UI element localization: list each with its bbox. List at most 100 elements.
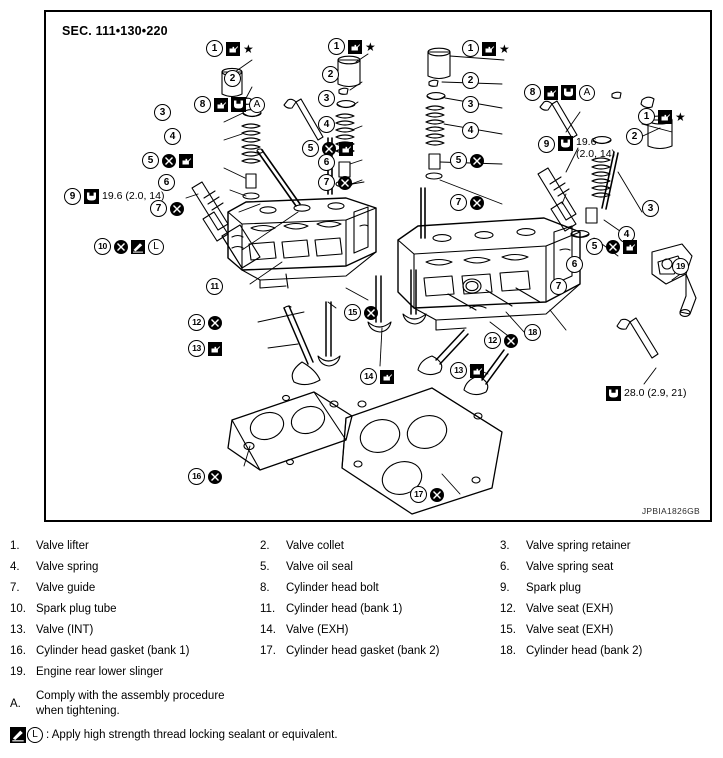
callout-number: 19	[672, 258, 689, 275]
callout-12-left: 12	[188, 314, 222, 331]
sealant-footnote: L : Apply high strength thread locking s…	[10, 727, 338, 743]
legend-index: 1.	[10, 540, 20, 552]
callout-number: 8	[524, 84, 541, 101]
callout-3-middle: 3	[318, 90, 335, 107]
replace-x-icon	[208, 315, 222, 330]
legend-spacer	[500, 687, 723, 721]
callout-16-gasket-bank1: 16	[188, 468, 222, 485]
callout-number: 3	[318, 90, 335, 107]
star-icon: ★	[675, 109, 686, 124]
legend-label: Valve spring	[36, 561, 99, 573]
callout-number: 5	[450, 152, 467, 169]
legend-item-9: 9. Spark plug	[500, 578, 723, 599]
callout-1-top-right-middle: 1 ★	[462, 40, 510, 57]
oil-can-icon	[214, 97, 228, 112]
legend-item-7: 7. Valve guide	[0, 578, 260, 599]
marker-a: A	[579, 84, 595, 101]
callout-7-left: 7	[150, 200, 184, 217]
legend-index: 11.	[260, 603, 276, 615]
legend-label: Valve (INT)	[36, 624, 94, 636]
legend-label: Cylinder head bolt	[286, 582, 379, 594]
callout-9-torque-left: 9 19.6 (2.0, 14)	[64, 188, 164, 205]
callout-number: 7	[150, 200, 167, 217]
legend-item-6: 6. Valve spring seat	[500, 557, 723, 578]
legend-index: 10.	[10, 603, 26, 615]
callout-number: 2	[224, 70, 241, 87]
sealant-footnote-text: : Apply high strength thread locking sea…	[46, 729, 338, 741]
legend-label: Cylinder head (bank 1)	[286, 603, 403, 615]
callout-number: 16	[188, 468, 205, 485]
marker-a: A	[249, 96, 265, 113]
legend-index: 4.	[10, 561, 20, 573]
legend-label: Valve guide	[36, 582, 96, 594]
legend-row: 7. Valve guide 8. Cylinder head bolt 9. …	[0, 578, 723, 599]
legend-index: 19.	[10, 666, 26, 678]
callout-number: 17	[410, 486, 427, 503]
callout-4-middle: 4	[318, 116, 335, 133]
callout-number: 2	[322, 66, 339, 83]
callout-number: 4	[462, 122, 479, 139]
callout-number: 3	[462, 96, 479, 113]
callout-number: 1	[462, 40, 479, 57]
oil-can-icon	[348, 39, 362, 54]
legend-index: 14.	[260, 624, 276, 636]
callout-number: 8	[194, 96, 211, 113]
legend-row: 19. Engine rear lower slinger	[0, 662, 723, 683]
callout-number: 4	[618, 226, 635, 243]
callout-number: 2	[462, 72, 479, 89]
callout-number: 6	[566, 256, 583, 273]
replace-x-icon	[430, 487, 444, 502]
legend-item-5: 5. Valve oil seal	[260, 557, 500, 578]
oil-can-icon	[658, 109, 672, 124]
legend-label: Valve seat (EXH)	[526, 624, 614, 636]
legend-label: Valve lifter	[36, 540, 89, 552]
legend-item-19: 19. Engine rear lower slinger	[0, 662, 260, 683]
callout-6-left: 6	[158, 174, 175, 191]
legend-index: 8.	[260, 582, 270, 594]
callout-2-far-right: 2	[626, 128, 643, 145]
oil-can-icon	[380, 369, 394, 384]
callout-2-right-middle: 2	[462, 72, 479, 89]
legend-label: Valve spring retainer	[526, 540, 631, 552]
legend-label: Valve seat (EXH)	[526, 603, 614, 615]
legend-label: Comply with the assembly procedure when …	[36, 687, 260, 721]
callout-number: 7	[450, 194, 467, 211]
replace-x-icon	[114, 239, 128, 254]
callout-5-far-right: 5	[586, 238, 637, 255]
callout-number: 9	[64, 188, 81, 205]
replace-x-icon	[470, 195, 484, 210]
callout-3-left: 3	[154, 104, 171, 121]
callout-number: 10	[94, 238, 111, 255]
legend-label: Cylinder head gasket (bank 2)	[286, 645, 440, 657]
torque-wrench-icon	[231, 97, 246, 112]
callout-number: 1	[328, 38, 345, 55]
legend-index: 17.	[260, 645, 276, 657]
legend-row: 13. Valve (INT) 14. Valve (EXH) 15. Valv…	[0, 620, 723, 641]
callout-8-left: 8 A	[194, 96, 265, 113]
callout-number: 1	[638, 108, 655, 125]
legend-item-2: 2. Valve collet	[260, 536, 500, 557]
legend-label: Cylinder head gasket (bank 1)	[36, 645, 190, 657]
legend-label: Cylinder head (bank 2)	[526, 645, 643, 657]
legend-item-4: 4. Valve spring	[0, 557, 260, 578]
callout-3-far-right: 3	[642, 200, 659, 217]
legend-item-10: 10. Spark plug tube	[0, 599, 260, 620]
callout-1-top-left: 1 ★	[206, 40, 254, 57]
legend-item-13: 13. Valve (INT)	[0, 620, 260, 641]
legend-item-8: 8. Cylinder head bolt	[260, 578, 500, 599]
callout-number: 6	[158, 174, 175, 191]
legend-spacer	[260, 687, 500, 721]
oil-can-icon	[482, 41, 496, 56]
legend-index: 5.	[260, 561, 270, 573]
callout-7-far-right: 7	[550, 278, 567, 295]
star-icon: ★	[365, 39, 376, 54]
torque-value-left: 19.6 (2.0, 14)	[102, 190, 165, 203]
replace-x-icon	[322, 141, 336, 156]
callout-number: 18	[524, 324, 541, 341]
torque-value-right-line1: 19.6	[576, 136, 597, 148]
oil-can-icon	[470, 363, 484, 378]
callout-number: 3	[154, 104, 171, 121]
callout-number: 5	[586, 238, 603, 255]
callout-9-torque-right: 9 19.6 (2.0, 14)	[538, 136, 615, 160]
